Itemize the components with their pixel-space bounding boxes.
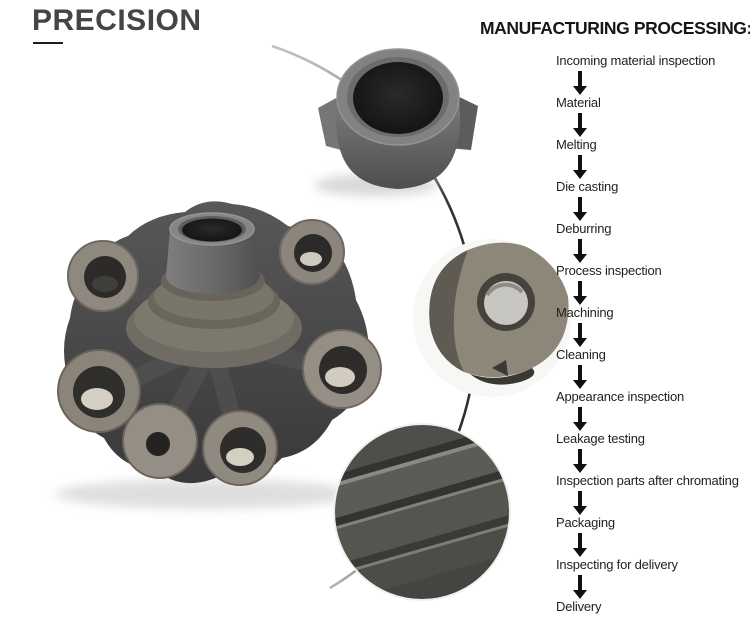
step-label: Appearance inspection: [556, 389, 685, 404]
step-label: Machining: [556, 305, 614, 320]
flow-step: Leakage testing: [556, 431, 738, 473]
down-arrow-icon: [573, 531, 587, 557]
step-label: Incoming material inspection: [556, 53, 716, 68]
step-label: Inspection parts after chromating: [556, 473, 739, 488]
center-boss: [126, 212, 302, 368]
boss-bore: [182, 218, 242, 242]
process-flow: MANUFACTURING PROCESSING: Incoming mater…: [480, 15, 750, 615]
down-arrow-icon: [573, 489, 587, 515]
step-label: Cleaning: [556, 347, 606, 362]
main-part-shadow: [55, 479, 355, 509]
flow-step: Die casting: [556, 179, 738, 221]
down-arrow-icon: [573, 279, 587, 305]
flow-step: Cleaning: [556, 347, 738, 389]
flow-step: Process inspection: [556, 263, 738, 305]
step-label: Process inspection: [556, 263, 662, 278]
step-label: Material: [556, 95, 601, 110]
down-arrow-icon: [573, 69, 587, 95]
step-label: Delivery: [556, 599, 602, 614]
main-part-photo: [55, 201, 382, 509]
ring-bore: [484, 281, 528, 325]
down-arrow-icon: [573, 237, 587, 263]
flow-step: Delivery: [556, 599, 738, 615]
step-label: Die casting: [556, 179, 619, 194]
step-label: Melting: [556, 137, 597, 152]
bushing-detail-photo: [314, 48, 478, 196]
flow-step: Incoming material inspection: [556, 53, 738, 95]
down-arrow-icon: [573, 405, 587, 431]
down-arrow-icon: [573, 321, 587, 347]
flow-step: Inspection parts after chromating: [556, 473, 739, 515]
down-arrow-icon: [573, 363, 587, 389]
ring-detail-photo: [413, 239, 571, 397]
down-arrow-icon: [573, 153, 587, 179]
ring-chamfer: [429, 250, 468, 372]
groove-ridges: [334, 424, 510, 600]
down-arrow-icon: [573, 447, 587, 473]
flow-step: Deburring: [556, 221, 738, 263]
flow-heading: MANUFACTURING PROCESSING:: [480, 18, 750, 38]
flow-step: Inspecting for delivery: [556, 557, 738, 599]
groove-detail-photo: [333, 423, 511, 601]
brand-title: PRECISION: [32, 4, 202, 37]
step-label: Inspecting for delivery: [556, 557, 678, 572]
flow-step: Melting: [556, 137, 738, 179]
down-arrow-icon: [573, 195, 587, 221]
brand-header: PRECISION: [32, 4, 202, 44]
step-label: Packaging: [556, 515, 615, 530]
flow-step: Machining: [556, 305, 738, 347]
step-label: Leakage testing: [556, 431, 645, 446]
down-arrow-icon: [573, 573, 587, 599]
flow-steps: Incoming material inspection Material Me…: [480, 53, 739, 615]
bushing-bore: [353, 62, 443, 134]
flow-step: Appearance inspection: [556, 389, 738, 431]
bolt-ears: [57, 219, 382, 486]
ring-bottom-edge: [470, 368, 535, 385]
brand-underline: [33, 42, 63, 44]
step-label: Deburring: [556, 221, 612, 236]
flow-step: Material: [556, 95, 738, 137]
down-arrow-icon: [573, 111, 587, 137]
flow-step: Packaging: [556, 515, 738, 557]
